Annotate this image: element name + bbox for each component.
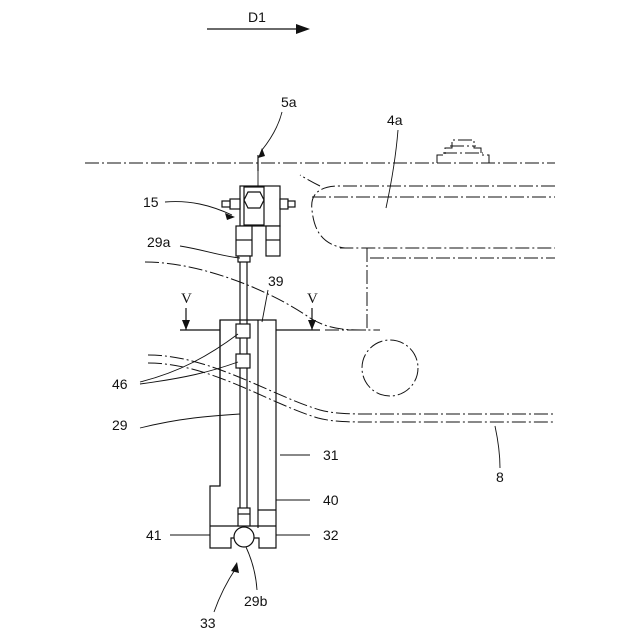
side-member-8 <box>148 355 555 468</box>
ball-end-29b <box>170 508 310 612</box>
holder-31 <box>210 290 310 548</box>
direction-label: D1 <box>248 9 266 25</box>
label-29b: 29b <box>244 593 268 609</box>
label-46: 46 <box>112 376 128 392</box>
label-4a: 4a <box>387 112 403 128</box>
label-41: 41 <box>146 527 162 543</box>
pointer-46 <box>140 334 238 384</box>
label-32: 32 <box>323 527 339 543</box>
frame-member-4a <box>145 130 555 396</box>
label-15: 15 <box>143 194 159 210</box>
label-5a: 5a <box>281 94 297 110</box>
label-29a: 29a <box>147 234 171 250</box>
reference-line-5a <box>85 112 555 171</box>
label-29: 29 <box>112 417 128 433</box>
label-40: 40 <box>323 492 339 508</box>
label-8: 8 <box>496 469 504 485</box>
label-33: 33 <box>200 615 216 631</box>
label-v-right: V <box>307 291 318 307</box>
label-39: 39 <box>268 273 284 289</box>
label-31: 31 <box>323 447 339 463</box>
label-v-left: V <box>181 291 192 307</box>
direction-arrow: D1 <box>207 9 310 34</box>
